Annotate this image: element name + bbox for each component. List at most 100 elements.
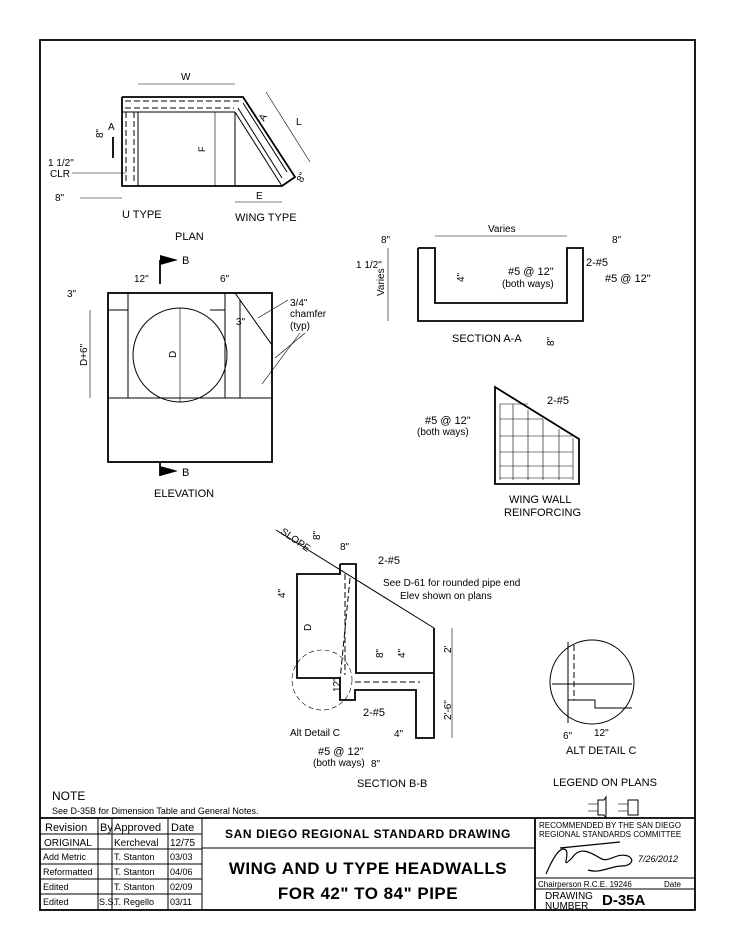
signature — [545, 841, 633, 875]
u-type-label: U TYPE — [122, 209, 162, 221]
bars-mid-label: #5 @ 12" — [508, 266, 554, 278]
section-b-b-title: SECTION B-B — [357, 778, 427, 790]
legend-title: LEGEND ON PLANS — [553, 777, 657, 789]
section-a-marker-wing: A — [257, 112, 270, 124]
bars-2-5-label: 2-#5 — [586, 257, 608, 269]
dim-8-bottom: 8" — [371, 759, 381, 770]
drawing-number: D-35A — [602, 892, 646, 909]
rev-header-approved: Approved — [114, 822, 161, 834]
dim-8-top: 8" — [95, 128, 106, 138]
revision-rows: ORIGINAL Kercheval 12/75 Add Metric T. S… — [43, 838, 195, 907]
rev-cell: 12/75 — [170, 838, 195, 849]
bars-2-5-top: 2-#5 — [378, 555, 400, 567]
rev-cell: Edited — [43, 897, 69, 907]
drawing-title-1: WING AND U TYPE HEADWALLS — [229, 859, 507, 878]
signer-label: Chairperson R.C.E. 19246 — [538, 880, 632, 889]
rev-header-date: Date — [171, 822, 194, 834]
section-a-a-title: SECTION A-A — [452, 333, 522, 345]
section-b-marker-bottom: B — [182, 467, 189, 479]
plan-view: W F E L 8" A A 8" 1 1/2" CLR 8" U TYPE W… — [48, 72, 311, 243]
rev-cell: Edited — [43, 882, 69, 892]
drawing-label-2: NUMBER — [545, 901, 588, 912]
rev-cell: T. Stanton — [114, 852, 155, 862]
dim-3-right: 3" — [236, 317, 246, 328]
dim-d: D — [303, 624, 314, 631]
see-d61-note: See D-61 for rounded pipe end — [383, 578, 520, 589]
chamfer-label-3: (typ) — [290, 321, 310, 332]
note-text: See D-35B for Dimension Table and Genera… — [52, 806, 258, 816]
wing-both-ways: (both ways) — [417, 427, 469, 438]
dim-6: 6" — [563, 731, 573, 742]
dim-4: 4" — [456, 272, 467, 282]
note-title: NOTE — [52, 789, 85, 803]
drawing-title-2: FOR 42" TO 84" PIPE — [278, 884, 458, 903]
dim-4-c: 4" — [394, 729, 404, 740]
dim-12: 12" — [332, 677, 343, 692]
rev-cell: 03/03 — [170, 852, 193, 862]
dim-8-left: 8" — [55, 193, 65, 204]
dim-varies-top: Varies — [488, 224, 516, 235]
dim-8-right: 8" — [612, 235, 622, 246]
slope-label: SLOPE — [278, 526, 312, 554]
legend: LEGEND ON PLANS — [553, 777, 657, 820]
rev-cell: S.S. — [99, 897, 116, 907]
recommended-line-1: RECOMMENDED BY THE SAN DIEGO — [539, 821, 681, 830]
dim-8-left: 8" — [381, 235, 391, 246]
dim-8-b: 8" — [340, 542, 350, 553]
dim-e: E — [256, 191, 263, 202]
rev-cell: ORIGINAL — [44, 838, 92, 849]
dim-8-bottom: 8" — [546, 336, 557, 346]
dim-w: W — [181, 72, 191, 83]
wing-bars-2-label: 2-#5 — [547, 395, 569, 407]
bars-side-label: #5 @ 12" — [605, 273, 651, 285]
dim-6: 6" — [220, 274, 230, 285]
rev-cell: T. Stanton — [114, 882, 155, 892]
wing-bars-label: #5 @ 12" — [425, 415, 471, 427]
dim-2ft-6: 2'-6" — [443, 700, 454, 720]
section-a-marker: A — [108, 122, 115, 133]
alt-detail-c: 6" 12" ALT DETAIL C — [549, 639, 637, 757]
wing-headwall-legend-icon — [588, 795, 607, 820]
both-ways-label: (both ways) — [313, 758, 365, 769]
elevation-view: D D+6" 3" 12" 6" 3" B B ELEVATION 3/4" c… — [67, 255, 327, 500]
dim-varies-side: Varies — [376, 268, 387, 296]
rev-cell: Reformatted — [43, 867, 93, 877]
clr-label-2: CLR — [50, 169, 70, 180]
title-block: Revision By Approved Date ORIGINAL Kerch… — [40, 817, 695, 912]
rev-header-revision: Revision — [45, 822, 87, 834]
rev-cell: Add Metric — [43, 852, 87, 862]
elevation-title: ELEVATION — [154, 488, 214, 500]
signature-date: 7/26/2012 — [638, 854, 678, 864]
rev-cell: T. Regello — [114, 897, 154, 907]
dim-l: L — [296, 117, 302, 128]
rev-cell: 02/09 — [170, 882, 193, 892]
dim-8-wing: 8" — [295, 171, 309, 185]
recommended-line-2: REGIONAL STANDARDS COMMITTEE — [539, 830, 681, 839]
sheet-border — [39, 39, 696, 911]
both-ways-label: (both ways) — [502, 279, 554, 290]
section-a-a: Varies Varies 8" 8" 1 1/2" 4" 8" 2-#5 #5… — [356, 224, 651, 346]
rev-header-by: By — [100, 822, 113, 834]
rev-cell: 03/11 — [170, 897, 192, 907]
dim-12: 12" — [134, 274, 149, 285]
dim-4-a: 4" — [277, 588, 288, 598]
chamfer-label-2: chamfer — [290, 309, 327, 320]
drawing-label-1: DRAWING — [545, 891, 593, 902]
plan-title: PLAN — [175, 231, 204, 243]
wing-title-1: WING WALL — [509, 494, 572, 506]
chamfer-label: 3/4" — [290, 298, 308, 309]
dim-8-c: 8" — [375, 648, 386, 658]
rev-cell: 04/06 — [170, 867, 193, 877]
alt-detail-c-note: Alt Detail C — [290, 728, 340, 739]
dim-3-left: 3" — [67, 289, 77, 300]
rev-cell: Kercheval — [114, 838, 158, 849]
elev-note: Elev shown on plans — [400, 591, 492, 602]
alt-detail-c-title: ALT DETAIL C — [566, 745, 637, 757]
wing-type-label: WING TYPE — [235, 212, 297, 224]
dim-clr: 1 1/2" — [356, 260, 382, 271]
dim-4-b: 4" — [397, 648, 408, 658]
dim-2ft: 2' — [443, 645, 454, 653]
dim-12: 12" — [594, 728, 609, 739]
agency-title: SAN DIEGO REGIONAL STANDARD DRAWING — [225, 827, 511, 841]
